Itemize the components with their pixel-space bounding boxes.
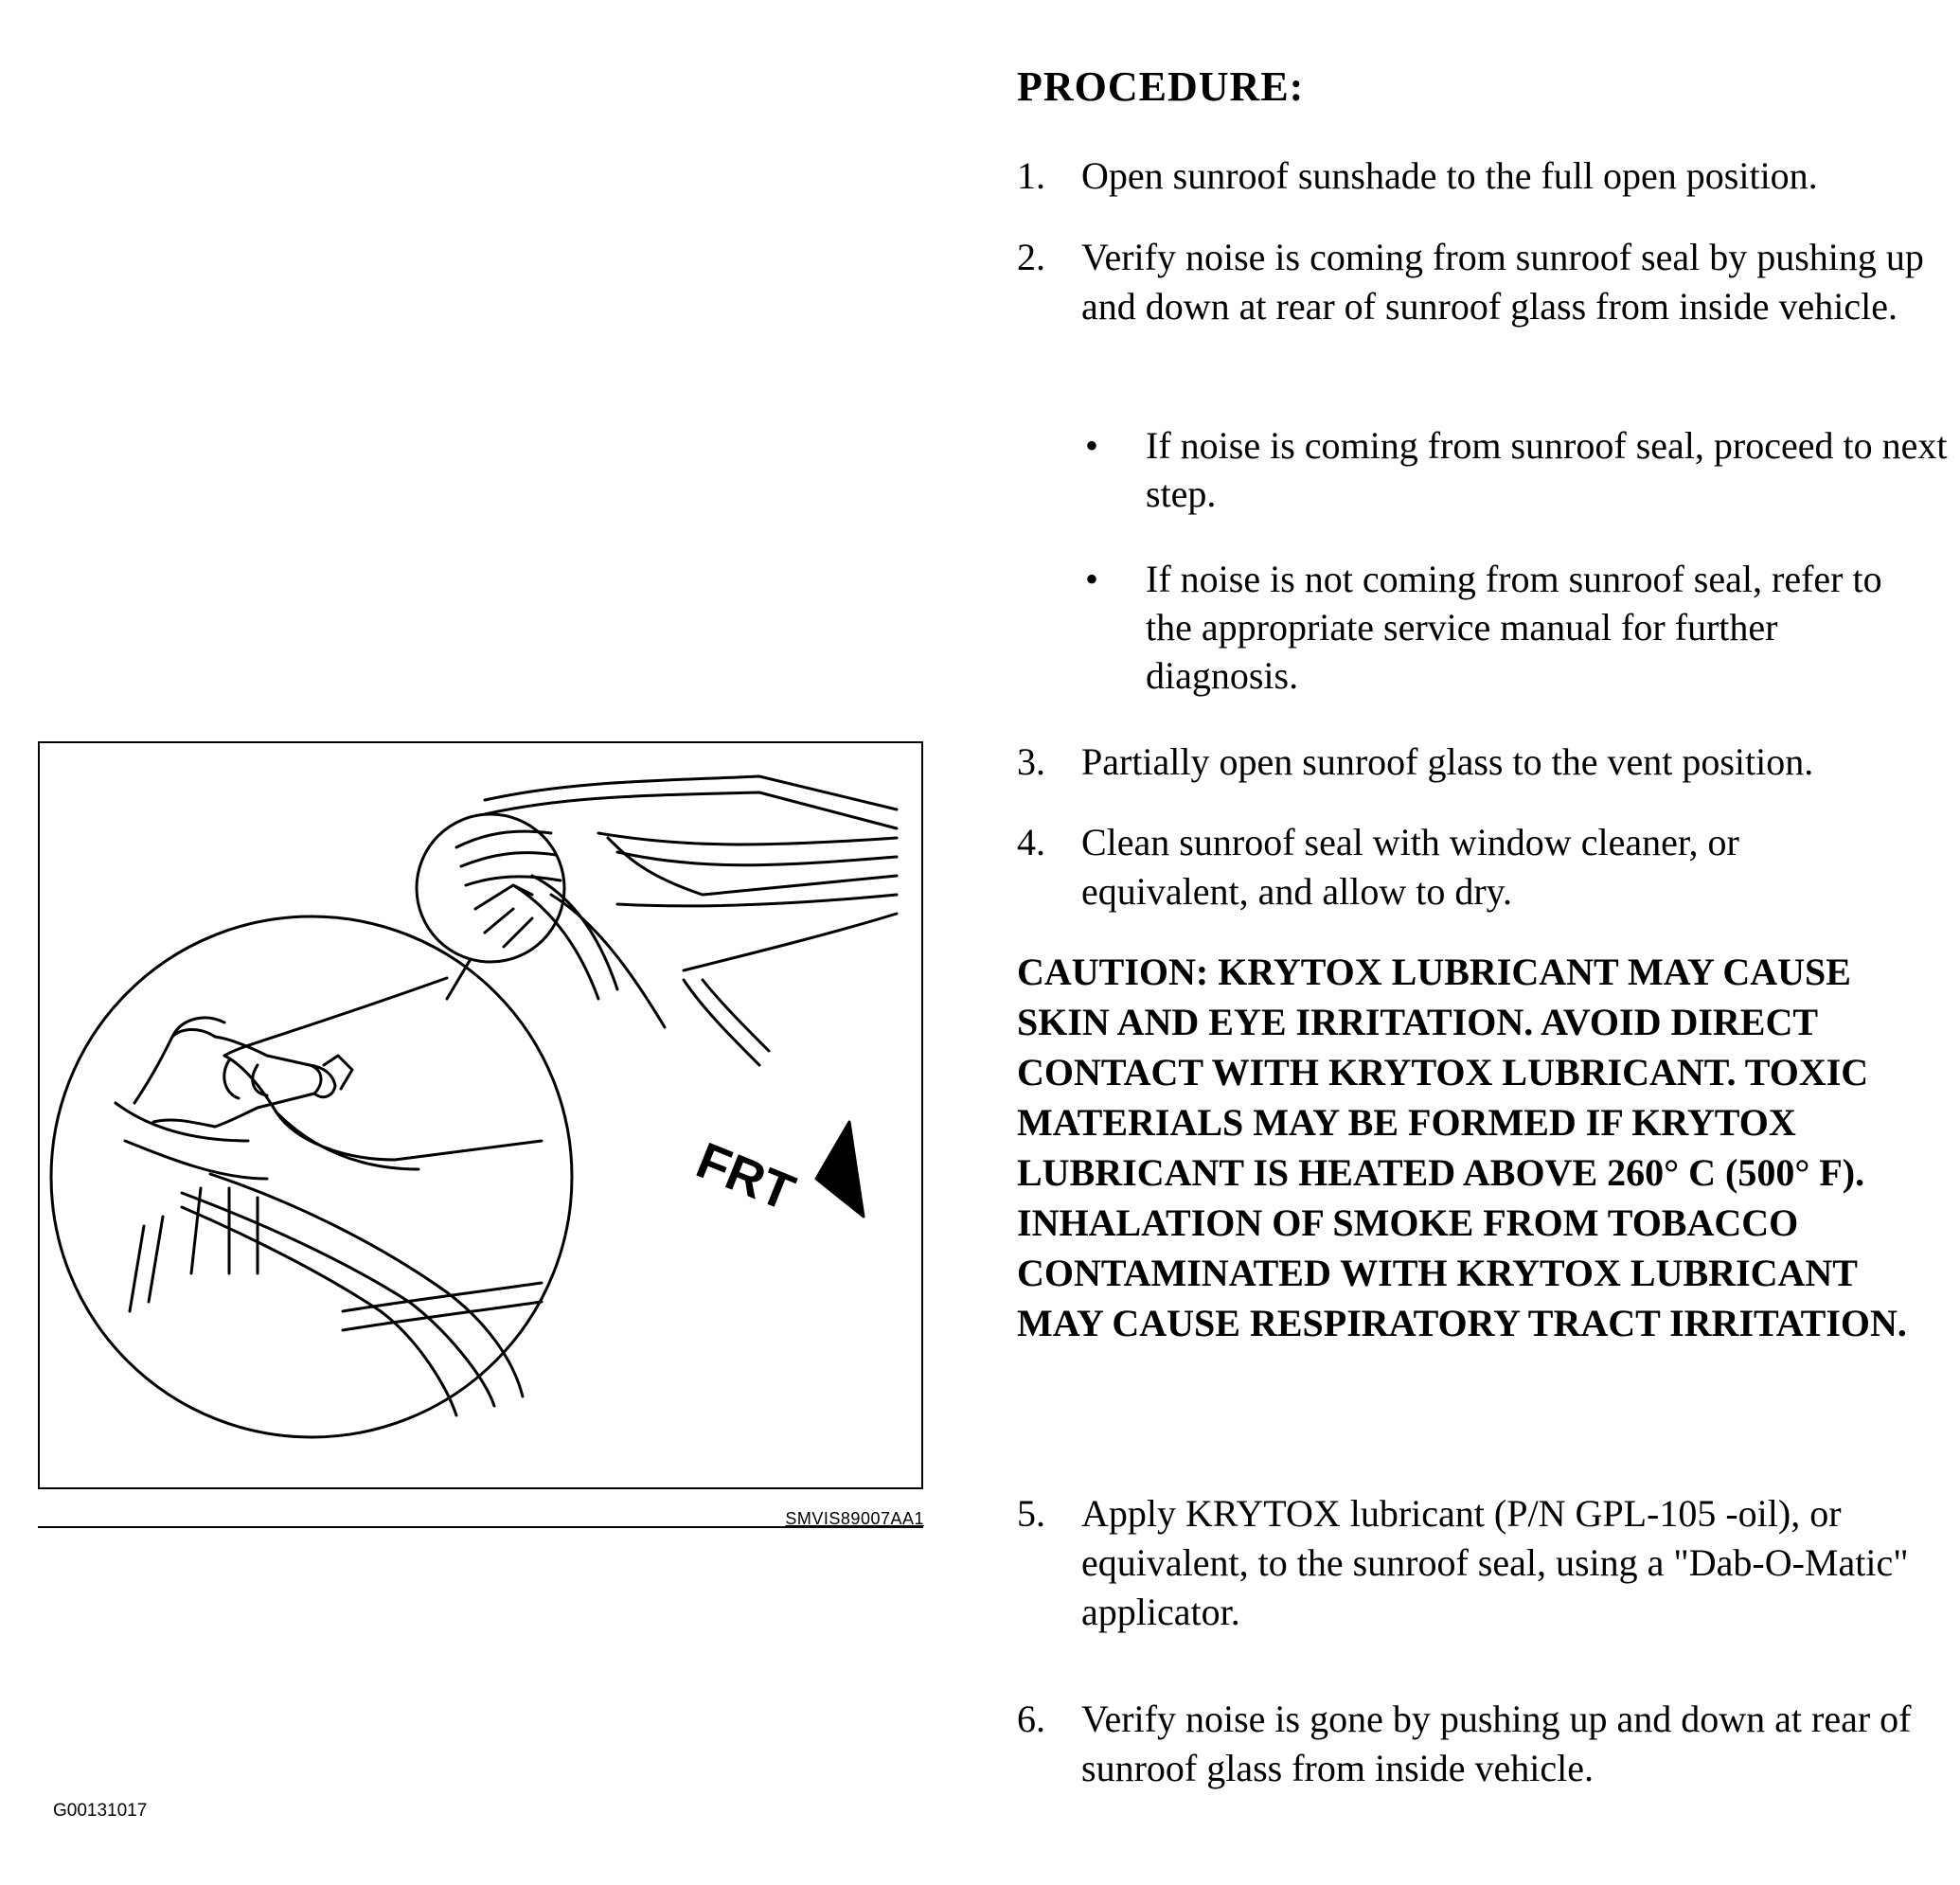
step-number: 2.: [1017, 236, 1045, 278]
step-number: 1.: [1017, 154, 1045, 197]
front-direction-arrow: FRT: [689, 1120, 865, 1221]
document-id: G00131017: [53, 1801, 148, 1821]
step-text: Partially open sunroof glass to the vent…: [1081, 740, 1814, 783]
step-text: Apply KRYTOX lubricant (P/N GPL-105 -oil…: [1081, 1492, 1909, 1633]
step-text: Verify noise is coming from sunroof seal…: [1081, 236, 1924, 328]
bullet-text: If noise is not coming from sunroof seal…: [1146, 558, 1882, 697]
step-number: 4.: [1017, 821, 1045, 863]
sunroof-seal-diagram: FRT: [49, 774, 899, 1439]
sunroof-illustration: FRT: [38, 741, 923, 1489]
figure-code: SMVIS89007AA1: [785, 1509, 924, 1528]
frt-label: FRT: [689, 1131, 803, 1221]
detail-connector-line: [445, 957, 472, 1001]
step-number: 5.: [1017, 1492, 1045, 1535]
step-number: 6.: [1017, 1698, 1045, 1740]
hand-applicator: [133, 1016, 354, 1129]
bullet-dot: •: [1085, 424, 1099, 467]
step-text: Verify noise is gone by pushing up and d…: [1081, 1698, 1912, 1789]
detail-circle-large: [49, 915, 574, 1439]
figure-caption-rule: [38, 1526, 923, 1528]
step-text: Clean sunroof seal with window cleaner, …: [1081, 821, 1739, 913]
detail-circle-small: [415, 812, 566, 964]
roof-outline: [483, 774, 899, 1067]
procedure-heading: PROCEDURE:: [1017, 63, 1305, 110]
bullet-dot: •: [1085, 558, 1099, 600]
step-number: 3.: [1017, 740, 1045, 783]
caution-warning: CAUTION: KRYTOX LUBRICANT MAY CAUSE SKIN…: [1017, 951, 1907, 1344]
bullet-text: If noise is coming from sunroof seal, pr…: [1146, 424, 1948, 515]
step-text: Open sunroof sunshade to the full open p…: [1081, 154, 1818, 197]
